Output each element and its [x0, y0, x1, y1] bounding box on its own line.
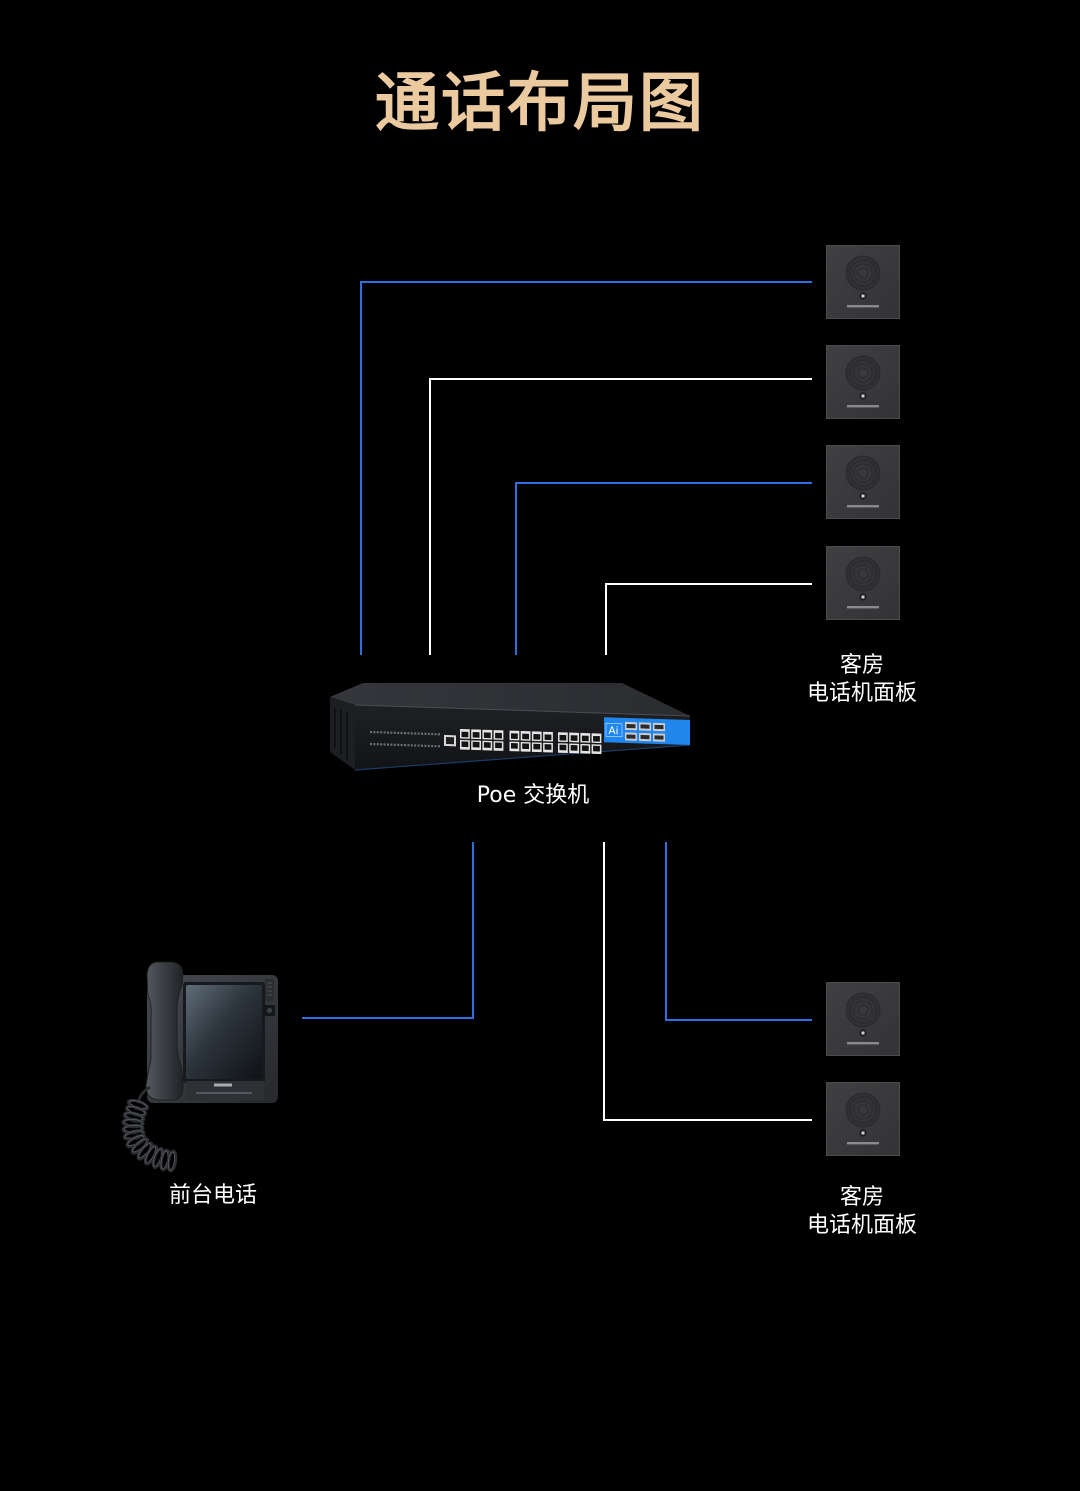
ethernet-port	[509, 730, 520, 741]
handset-coiled-cord	[121, 1098, 178, 1173]
phone-handset	[145, 961, 184, 1101]
switch-badge-text: Ai	[609, 725, 619, 737]
connection-line-room-panel-1	[360, 281, 812, 655]
room-label: 客房	[839, 1185, 884, 1210]
panel-label: 电话机面板	[806, 681, 917, 706]
sfp-port	[653, 733, 665, 742]
sfp-port	[625, 721, 637, 731]
switch-top-face	[330, 683, 690, 716]
ethernet-port	[543, 742, 553, 753]
sfp-port	[639, 732, 651, 742]
phone-bottom-bar	[186, 1081, 264, 1100]
speaker-grille-icon	[845, 255, 881, 291]
room-phone-panel	[826, 345, 900, 419]
switch-bottom-edge	[354, 744, 691, 771]
panel-brand-mark	[847, 1042, 879, 1045]
front-desk-label: 前台电话	[168, 1183, 257, 1208]
room-phone-panel	[826, 1082, 900, 1156]
network-switch-icon: Ai	[330, 683, 691, 771]
ethernet-port	[569, 743, 579, 754]
camera-icon	[264, 1005, 275, 1016]
desk-phone-icon	[121, 961, 278, 1173]
ethernet-port	[520, 741, 531, 752]
phone-side-controls	[265, 979, 274, 1001]
switch-label: Poe 交换机	[476, 783, 590, 808]
connection-line-room-panel-3	[515, 482, 812, 655]
panel-brand-mark	[847, 505, 879, 508]
ethernet-port	[580, 743, 591, 754]
room-phone-panel	[826, 445, 900, 519]
ethernet-port	[482, 740, 493, 751]
panel-brand-mark	[847, 606, 879, 609]
ethernet-port	[493, 730, 504, 740]
cord-coil-highlight	[167, 1151, 176, 1171]
ethernet-port	[531, 742, 542, 753]
room-phone-panel	[826, 546, 900, 620]
phone-icon	[859, 292, 867, 300]
connection-line-room-panel-6	[603, 842, 812, 1121]
room-panel-group-label-lower: 客房 电话机面板	[762, 1184, 962, 1240]
ethernet-port	[471, 729, 481, 740]
ethernet-port	[591, 733, 602, 744]
panel-label: 电话机面板	[806, 1213, 917, 1238]
speaker-grille-icon	[845, 455, 881, 491]
connection-line-room-panel-5	[665, 842, 812, 1021]
ethernet-port	[569, 732, 579, 743]
phone-icon	[859, 1129, 867, 1137]
sfp-port	[625, 732, 637, 741]
ethernet-port	[543, 731, 553, 742]
ethernet-port	[493, 741, 504, 751]
ethernet-port	[482, 729, 493, 740]
phone-icon	[859, 1029, 867, 1037]
console-port	[444, 734, 456, 747]
ethernet-port	[460, 728, 470, 739]
ethernet-port	[520, 730, 531, 741]
room-phone-panel	[826, 982, 900, 1056]
sfp-port	[639, 722, 651, 731]
room-phone-panel	[826, 245, 900, 319]
phone-icon	[859, 392, 867, 400]
connection-line-front-desk	[302, 842, 474, 1019]
speaker-grille-icon	[845, 1092, 881, 1128]
page-title: 通话布局图	[375, 67, 705, 141]
status-led-strip	[370, 730, 441, 748]
connection-line-room-panel-4	[605, 583, 812, 655]
ethernet-port	[509, 741, 520, 752]
ethernet-port-groups	[460, 728, 602, 755]
ethernet-port	[580, 732, 591, 743]
phone-icon	[859, 492, 867, 500]
phone-brand-mark	[214, 1083, 232, 1087]
ethernet-port	[471, 740, 481, 751]
speaker-grille-icon	[845, 556, 881, 592]
sfp-port-group	[625, 721, 665, 742]
switch-side-face	[330, 697, 355, 770]
phone-icon	[859, 593, 867, 601]
panel-brand-mark	[847, 405, 879, 408]
ethernet-port	[460, 739, 470, 750]
ethernet-port	[558, 732, 568, 743]
room-panel-group-label-upper: 客房 电话机面板	[762, 652, 962, 708]
sfp-port	[653, 722, 665, 732]
ethernet-port	[591, 744, 602, 755]
room-label: 客房	[839, 653, 884, 678]
switch-edge-highlight	[354, 704, 691, 717]
phone-screen	[186, 985, 262, 1079]
cord-coil-highlight	[145, 1146, 156, 1164]
panel-brand-mark	[847, 1142, 879, 1145]
ethernet-port	[558, 743, 568, 754]
connection-line-room-panel-2	[429, 378, 812, 655]
ethernet-port	[531, 731, 542, 742]
panel-brand-mark	[847, 305, 879, 308]
switch-side-vents	[334, 708, 348, 760]
speaker-grille-icon	[845, 992, 881, 1028]
speaker-grille-icon	[845, 355, 881, 391]
